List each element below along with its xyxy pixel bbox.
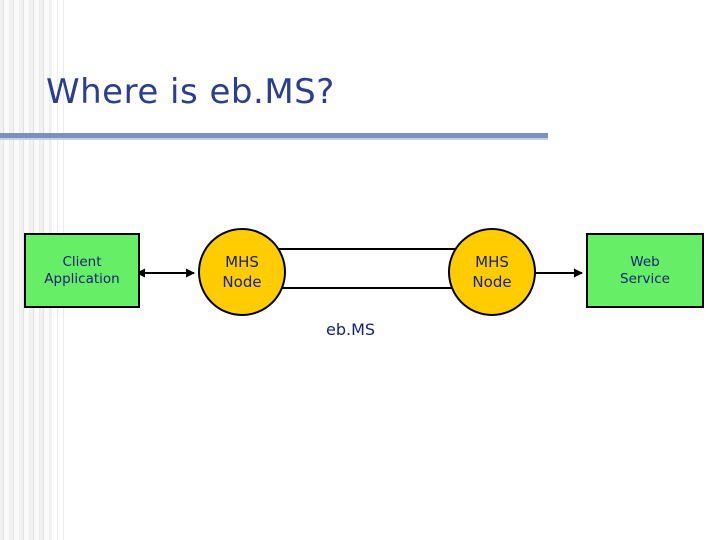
- title-underline-rule: [0, 133, 548, 138]
- node-web-service[interactable]: Web Service: [586, 233, 704, 308]
- node-label-line1: MHS: [225, 253, 259, 271]
- node-label-line2: Node: [222, 273, 262, 291]
- node-label-line1: Client: [62, 253, 102, 270]
- title-underline-shadow: [0, 138, 548, 140]
- node-label-line2: Node: [472, 273, 512, 291]
- node-mhs-node-left[interactable]: MHS Node: [198, 228, 286, 316]
- node-label-line2: Application: [44, 270, 120, 287]
- node-client-application[interactable]: Client Application: [24, 233, 140, 308]
- diagram-caption: eb.MS: [326, 320, 376, 339]
- node-label-line1: Web: [630, 253, 660, 270]
- node-label-line1: MHS: [475, 253, 509, 271]
- node-label-line2: Service: [620, 270, 670, 287]
- node-mhs-node-right[interactable]: MHS Node: [448, 228, 536, 316]
- slide-title: Where is eb.MS?: [46, 72, 335, 112]
